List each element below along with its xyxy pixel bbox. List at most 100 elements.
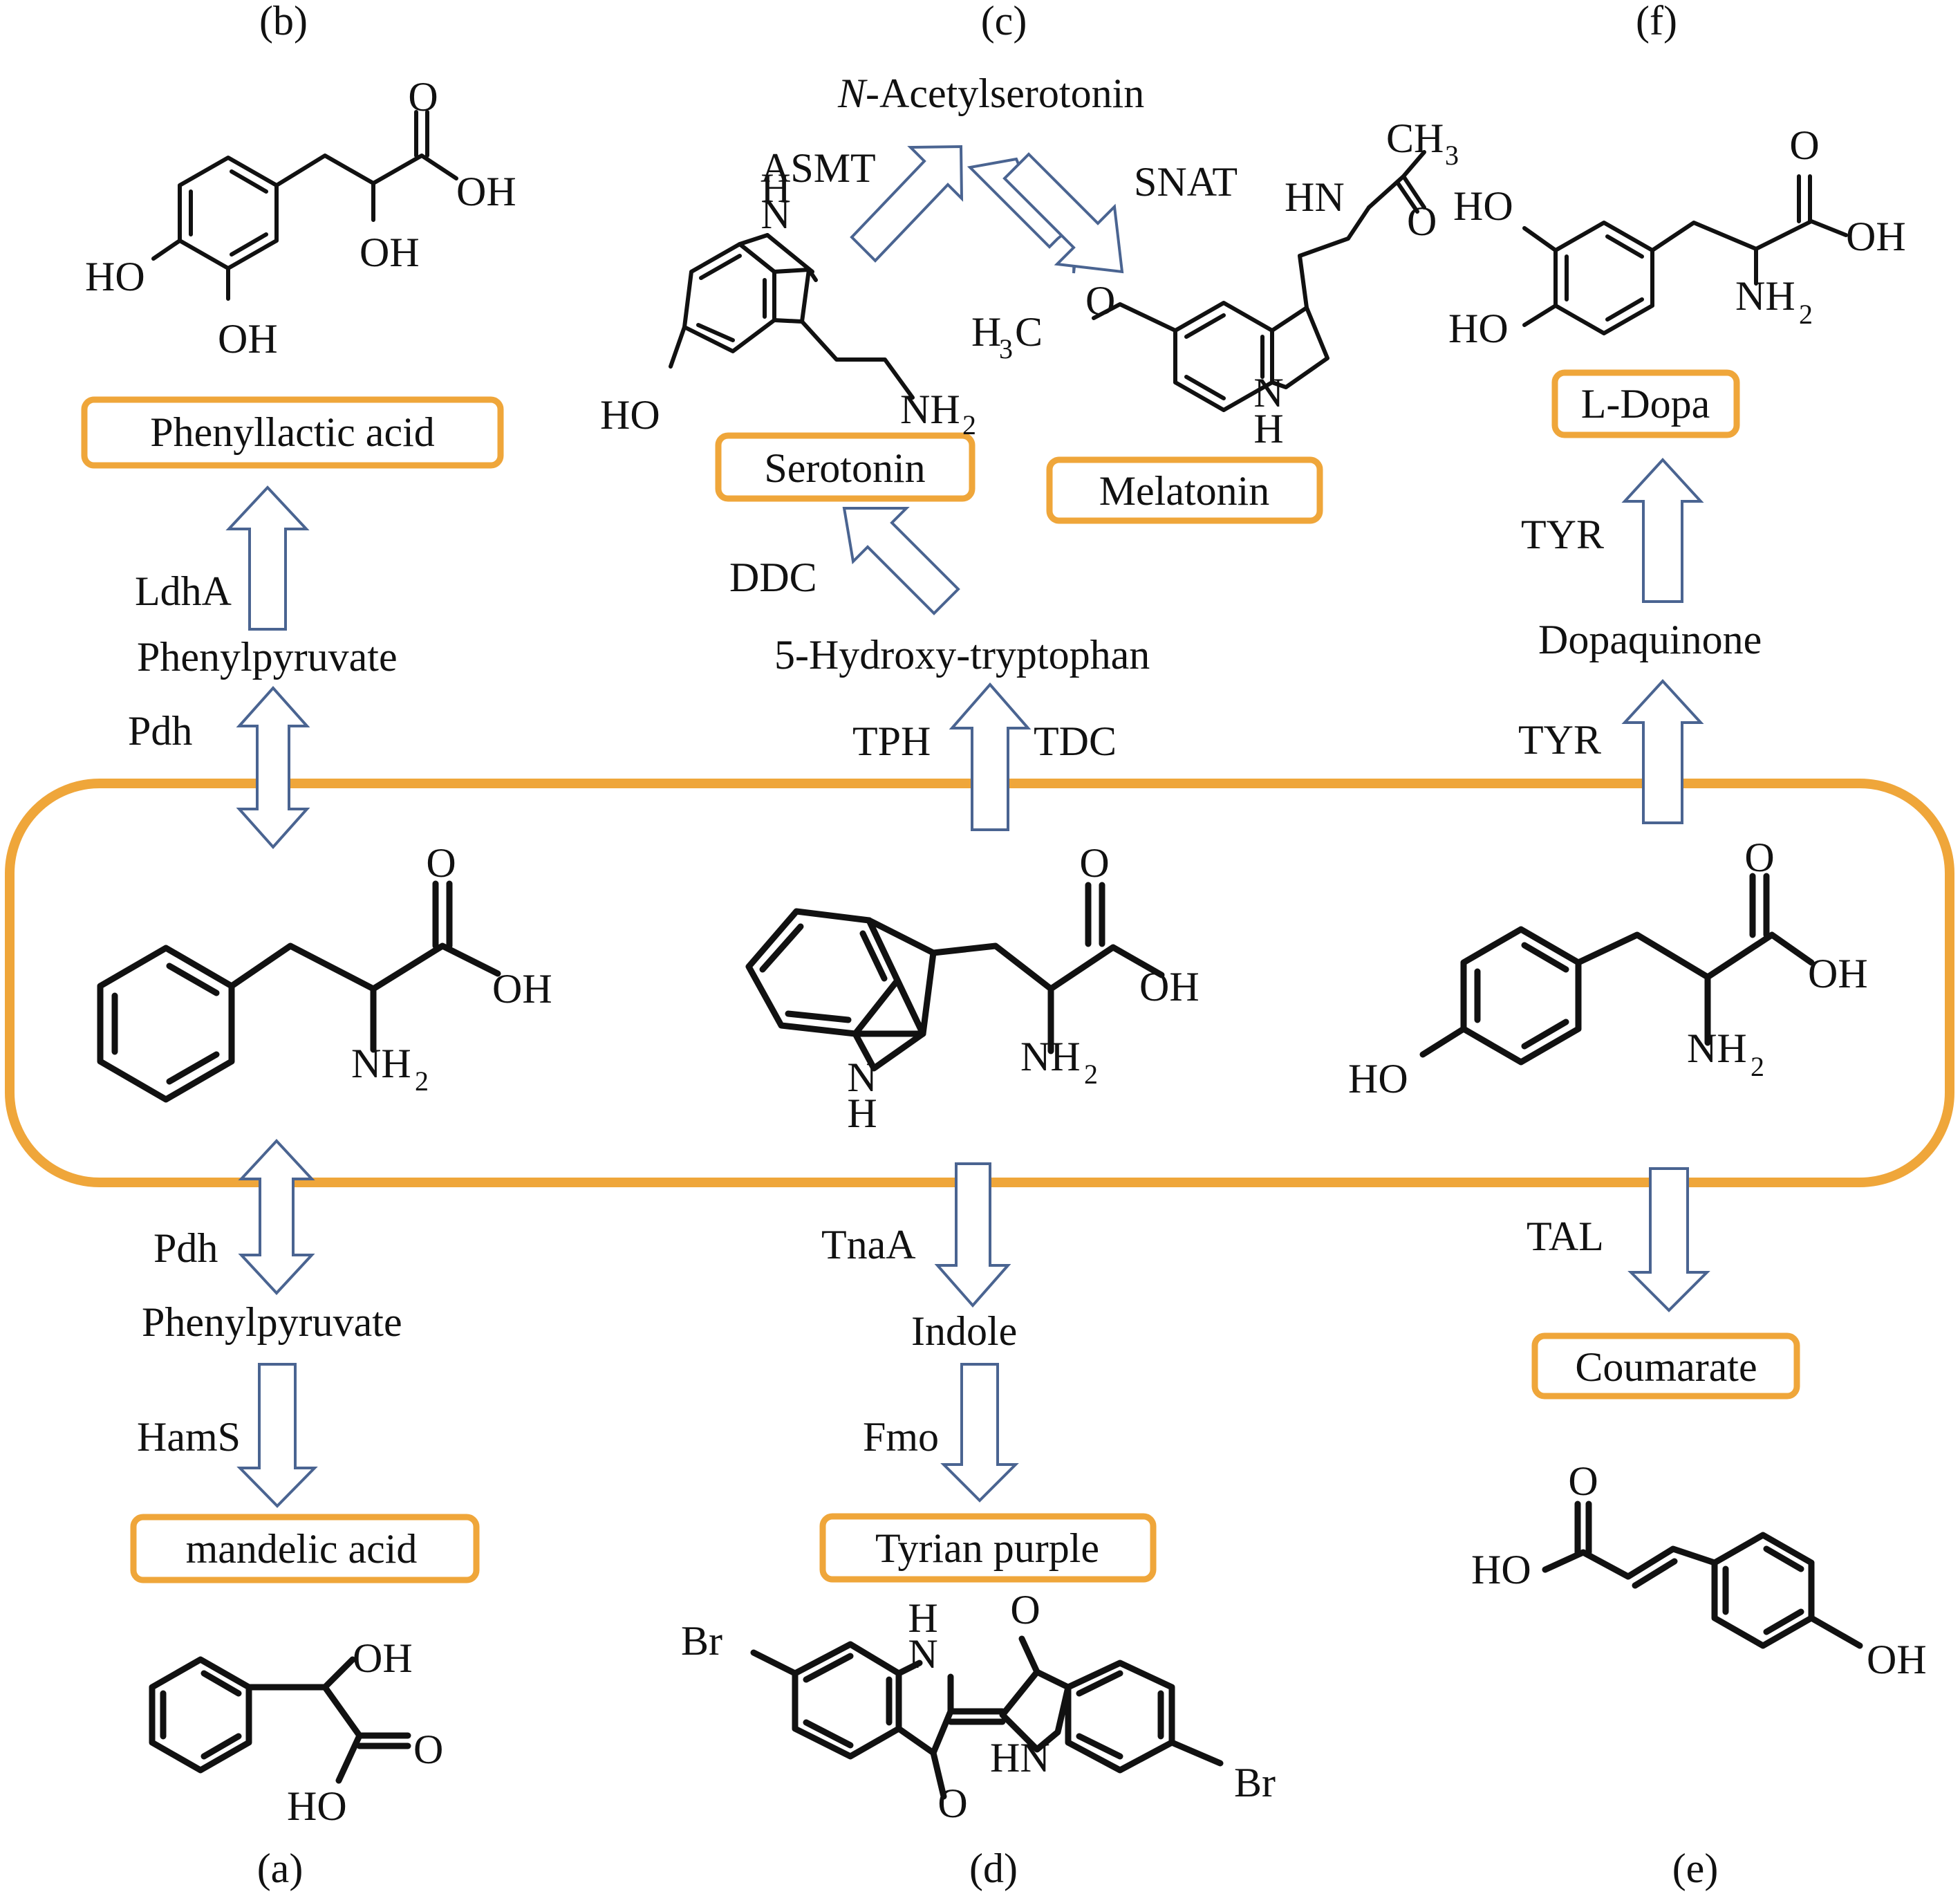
svg-text:O: O xyxy=(937,1781,967,1826)
svg-text:O: O xyxy=(1568,1458,1598,1504)
enzyme-tnaa: TnaA xyxy=(821,1222,916,1267)
svg-text:2: 2 xyxy=(1084,1059,1098,1090)
structure-serotonin: N H HO NH 2 xyxy=(600,165,976,440)
svg-text:O: O xyxy=(1085,278,1115,324)
structure-tyrosine: O OH NH 2 HO xyxy=(1348,835,1868,1102)
panel-label-b: (b) xyxy=(259,0,308,44)
svg-text:O: O xyxy=(426,840,456,886)
svg-text:H: H xyxy=(971,309,1001,355)
svg-text:OH: OH xyxy=(1846,214,1906,259)
product-box-melatonin: Melatonin xyxy=(1046,456,1323,524)
arrow-snat-clean xyxy=(1002,152,1124,274)
enzyme-tph: TPH xyxy=(852,718,931,764)
enzyme-fmo: Fmo xyxy=(863,1414,939,1460)
svg-text:NH: NH xyxy=(1687,1025,1747,1071)
enzyme-tyr-top: TYR xyxy=(1521,512,1604,557)
enzyme-tal: TAL xyxy=(1527,1214,1604,1259)
svg-text:C: C xyxy=(1015,309,1043,355)
enzyme-tdc: TDC xyxy=(1034,718,1117,764)
svg-text:O: O xyxy=(1407,198,1437,244)
svg-text:2: 2 xyxy=(1751,1051,1764,1082)
product-box-phenyllactic-acid: Phenyllactic acid xyxy=(81,396,504,469)
structure-l-dopa: O OH HO HO NH 2 xyxy=(1448,122,1906,351)
panel-label-a: (a) xyxy=(257,1846,304,1891)
svg-text:2: 2 xyxy=(962,409,976,440)
svg-text:NH: NH xyxy=(900,387,960,432)
enzyme-ldha: LdhA xyxy=(135,568,232,614)
svg-text:H: H xyxy=(847,1090,877,1136)
svg-text:HO: HO xyxy=(1471,1547,1531,1592)
svg-text:Coumarate: Coumarate xyxy=(1575,1344,1757,1390)
svg-text:O: O xyxy=(1744,835,1774,880)
arrow-hams-down xyxy=(236,1363,318,1508)
structure-tyrian-purple: Br N H O O HN Br xyxy=(681,1587,1276,1826)
product-box-mandelic-acid: mandelic acid xyxy=(130,1514,480,1583)
product-box-serotonin: Serotonin xyxy=(715,432,976,502)
double-arrow-pdh-bottom xyxy=(238,1139,315,1295)
arrow-fmo-down xyxy=(940,1363,1019,1503)
svg-text:Tyrian purple: Tyrian purple xyxy=(875,1525,1099,1571)
svg-text:OH: OH xyxy=(492,966,552,1012)
svg-text:CH: CH xyxy=(1386,115,1444,161)
intermediate-5-hydroxy-tryptophan: 5-Hydroxy-tryptophan xyxy=(774,632,1150,678)
svg-text:O: O xyxy=(408,74,438,120)
enzyme-ddc: DDC xyxy=(729,555,817,600)
svg-text:2: 2 xyxy=(415,1066,429,1097)
svg-text:H: H xyxy=(1253,406,1283,452)
svg-text:OH: OH xyxy=(353,1635,413,1681)
intermediate-n-acetylserotonin: N-Acetylserotonin xyxy=(837,71,1144,116)
panel-label-c: (c) xyxy=(981,0,1027,44)
panel-label-e: (e) xyxy=(1672,1846,1719,1891)
double-arrow-pdh-top xyxy=(236,685,310,850)
svg-text:NH: NH xyxy=(1020,1034,1081,1079)
panel-label-f: (f) xyxy=(1636,0,1677,44)
svg-text:N: N xyxy=(847,1054,877,1100)
structure-phenyllactic-acid: O OH OH HO OH xyxy=(85,74,516,362)
arrow-ddc xyxy=(842,507,960,615)
product-box-tyrian-purple: Tyrian purple xyxy=(819,1513,1157,1583)
arrow-ldha-up xyxy=(225,485,310,631)
enzyme-pdh-top: Pdh xyxy=(128,708,192,754)
arrow-tal-down xyxy=(1627,1167,1710,1312)
intermediate-indole: Indole xyxy=(911,1308,1017,1354)
svg-text:O: O xyxy=(1789,122,1819,168)
svg-text:3: 3 xyxy=(999,333,1013,364)
svg-text:L-Dopa: L-Dopa xyxy=(1581,381,1710,427)
svg-text:OH: OH xyxy=(1139,964,1200,1010)
svg-text:HN: HN xyxy=(990,1735,1050,1781)
svg-text:O: O xyxy=(1010,1587,1040,1633)
svg-text:3: 3 xyxy=(1445,140,1459,171)
svg-text:mandelic acid: mandelic acid xyxy=(186,1526,418,1572)
enzyme-asmt: ASMT xyxy=(760,145,876,191)
svg-text:N: N xyxy=(1253,370,1283,416)
svg-text:HO: HO xyxy=(1448,306,1509,351)
intermediate-dopaquinone: Dopaquinone xyxy=(1538,617,1762,662)
svg-text:N: N xyxy=(908,1631,937,1677)
svg-text:H: H xyxy=(760,165,790,211)
arrow-tph-tdc-up xyxy=(949,682,1032,831)
enzyme-hams: HamS xyxy=(137,1414,241,1460)
svg-text:H: H xyxy=(908,1595,937,1641)
arrow-asmt xyxy=(850,145,964,263)
svg-text:O: O xyxy=(413,1727,443,1772)
svg-text:OH: OH xyxy=(360,230,420,275)
svg-text:NH: NH xyxy=(1735,273,1795,319)
structure-melatonin: O H 3 C HN O CH 3 N H xyxy=(971,115,1459,452)
arrow-tyr-up-top xyxy=(1621,458,1704,603)
intermediate-phenylpyruvate-bottom: Phenylpyruvate xyxy=(142,1299,402,1345)
svg-text:Serotonin: Serotonin xyxy=(764,445,925,491)
product-box-coumarate: Coumarate xyxy=(1531,1332,1800,1400)
enzyme-tyr-bottom: TYR xyxy=(1518,717,1601,763)
arrow-tyr-up-bottom xyxy=(1621,679,1704,824)
svg-text:Phenyllactic acid: Phenyllactic acid xyxy=(150,409,435,455)
structure-coumarate: O HO OH xyxy=(1471,1458,1927,1682)
svg-text:OH: OH xyxy=(218,316,278,362)
structure-phenylalanine: O OH NH 2 xyxy=(97,840,552,1103)
svg-text:O: O xyxy=(1079,840,1109,886)
intermediate-phenylpyruvate-top: Phenylpyruvate xyxy=(137,634,398,680)
svg-text:OH: OH xyxy=(456,169,516,214)
svg-text:HO: HO xyxy=(287,1783,347,1829)
svg-text:HO: HO xyxy=(85,254,145,299)
svg-text:2: 2 xyxy=(1799,299,1813,330)
